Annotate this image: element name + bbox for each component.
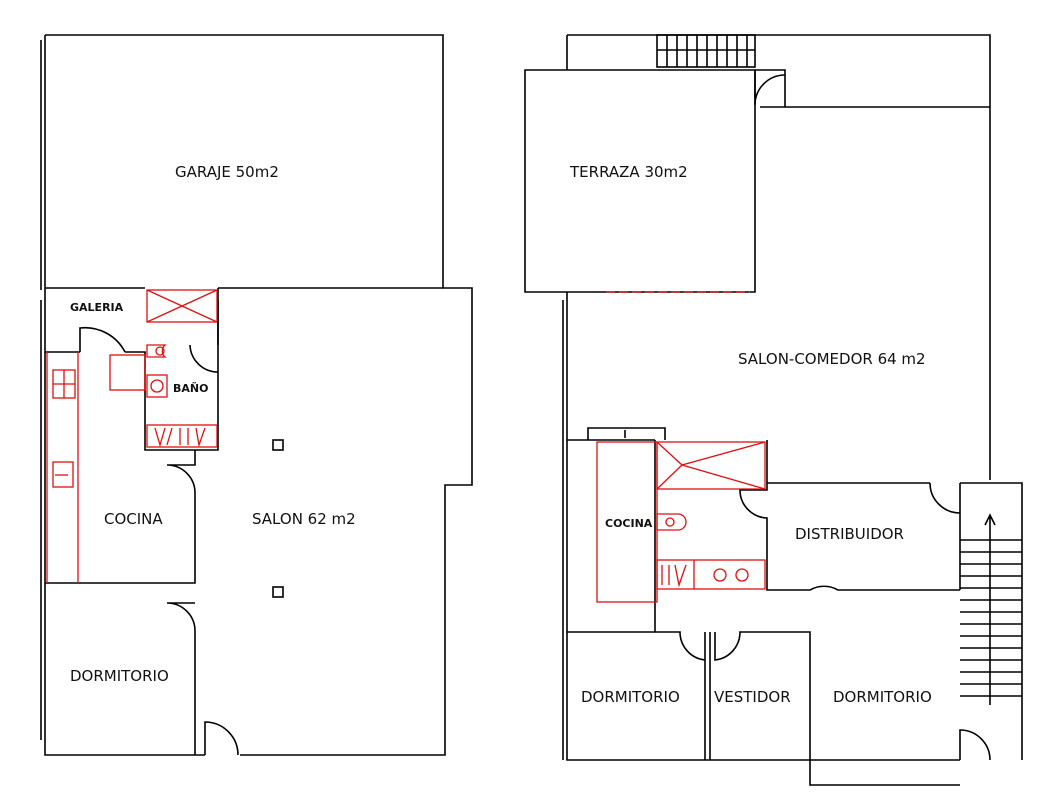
room-label-closet: VESTIDOR: [714, 688, 791, 706]
ground-floor-walls: [40, 34, 473, 756]
room-label-bathroom: BAÑO: [173, 382, 208, 395]
room-label-living-dining: SALON-COMEDOR 64 m2: [738, 350, 926, 368]
room-label-bedroom: DORMITORIO: [70, 667, 169, 685]
upper-floor-walls: [524, 34, 1023, 786]
room-label-living: SALON 62 m2: [252, 510, 356, 528]
room-label-kitchen-upper: COCINA: [605, 517, 653, 530]
room-label-bedroom-left: DORMITORIO: [581, 688, 680, 706]
room-label-gallery: GALERIA: [70, 301, 124, 314]
room-label-terrace: TERRAZA 30m2: [569, 163, 688, 181]
room-label-kitchen: COCINA: [104, 510, 163, 528]
ground-floor-fixtures: [46, 289, 218, 583]
room-label-garage: GARAJE 50m2: [175, 163, 279, 181]
room-label-hall: DISTRIBUIDOR: [795, 525, 904, 543]
upper-floor-fixtures: [596, 291, 766, 603]
room-label-bedroom-right: DORMITORIO: [833, 688, 932, 706]
